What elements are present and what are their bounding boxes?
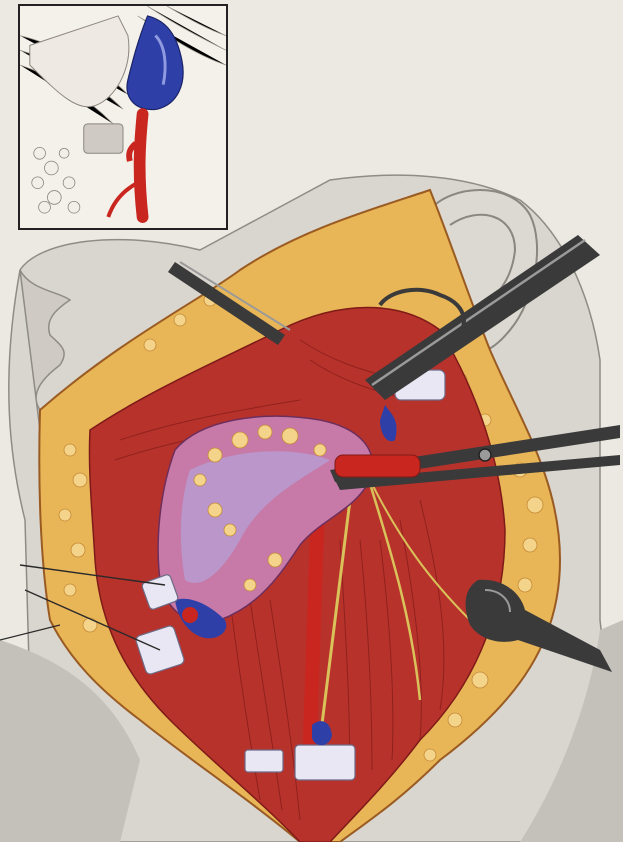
ligated-stump-lower [175, 598, 227, 639]
hemostat-right [330, 425, 620, 490]
hook-retractor [378, 287, 466, 362]
gland-highlight [180, 451, 330, 584]
inset-vein [126, 15, 184, 111]
gland-fat [193, 424, 327, 592]
inset-detail-panel [18, 4, 228, 230]
carotid-artery [303, 493, 325, 747]
inset-artery-stub [126, 141, 138, 162]
ligature-left [0, 564, 185, 675]
shoulder-shade-right [520, 620, 623, 842]
retractor-right [465, 579, 612, 672]
inset-retracted-tissue [29, 15, 130, 108]
inset-vein-highlight [154, 34, 167, 85]
inset-fat [31, 147, 81, 214]
shoulder-shade [0, 640, 140, 842]
inset-artery-branch [106, 180, 139, 218]
ligated-stump-bottom [244, 721, 356, 781]
muscle-fibers [114, 339, 445, 821]
inset-gray-structure [83, 123, 124, 154]
nerve-branch [369, 479, 471, 621]
inset-artery [133, 108, 149, 223]
forceps-upper [168, 261, 291, 345]
nerve-vagus [318, 499, 352, 741]
face-profile [19, 269, 73, 432]
